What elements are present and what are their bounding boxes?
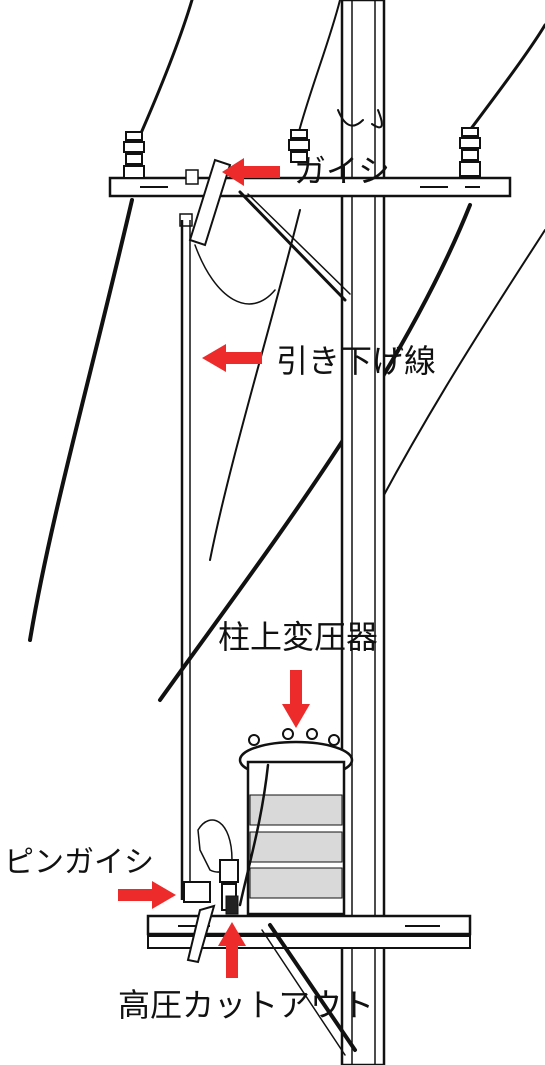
transformer-fin-band-1 [249, 794, 343, 826]
upper-crossarm-brace-inner [247, 193, 351, 295]
insulator-right [459, 127, 481, 177]
transformer [238, 728, 354, 916]
transformer-fin-band-3 [249, 867, 343, 899]
insulator-left [123, 131, 145, 179]
arrows [118, 158, 310, 978]
wire-right-upper [468, 23, 545, 132]
arrow-hv-cutout [218, 922, 246, 978]
wire-left-long [28, 198, 134, 642]
arrow-pin-insulator [118, 881, 176, 909]
label-pin-insulator: ピンガイシ [4, 845, 154, 880]
upper-insulators [123, 127, 481, 179]
arrow-insulator [222, 158, 280, 186]
upper-bracket [179, 158, 276, 305]
upper-crossarm [108, 176, 512, 302]
label-pole-transformer: 柱上変圧器 [218, 618, 378, 656]
pin-insulator-assembly [183, 819, 239, 964]
bushing-2 [282, 728, 294, 740]
upper-crossarm-brace [238, 190, 347, 302]
wire-left-upper [136, 0, 194, 142]
label-hv-cutout: 高圧カットアウト [118, 986, 374, 1024]
bushing-4 [328, 734, 340, 746]
bushing-1 [248, 734, 260, 746]
transformer-fin-band-2 [249, 831, 343, 863]
wire-center-top [297, 0, 341, 136]
transformer-lead [238, 763, 270, 907]
pole-hook-top [337, 109, 383, 129]
arrow-transformer [282, 670, 310, 728]
overhead-wires [28, 0, 545, 702]
insulator-center [288, 129, 310, 163]
lower-crossarm-brace [268, 923, 357, 1052]
wire-right-long [158, 203, 472, 702]
cutout-body [225, 895, 239, 915]
drop-wire-lines [180, 220, 191, 900]
bushing-3 [306, 728, 318, 740]
label-drop-wire: 引き下げ線 [276, 342, 436, 380]
arrow-drop-wire [202, 344, 262, 372]
wire-mid-diag [209, 209, 301, 561]
label-insulator: ガイシ [294, 152, 390, 190]
